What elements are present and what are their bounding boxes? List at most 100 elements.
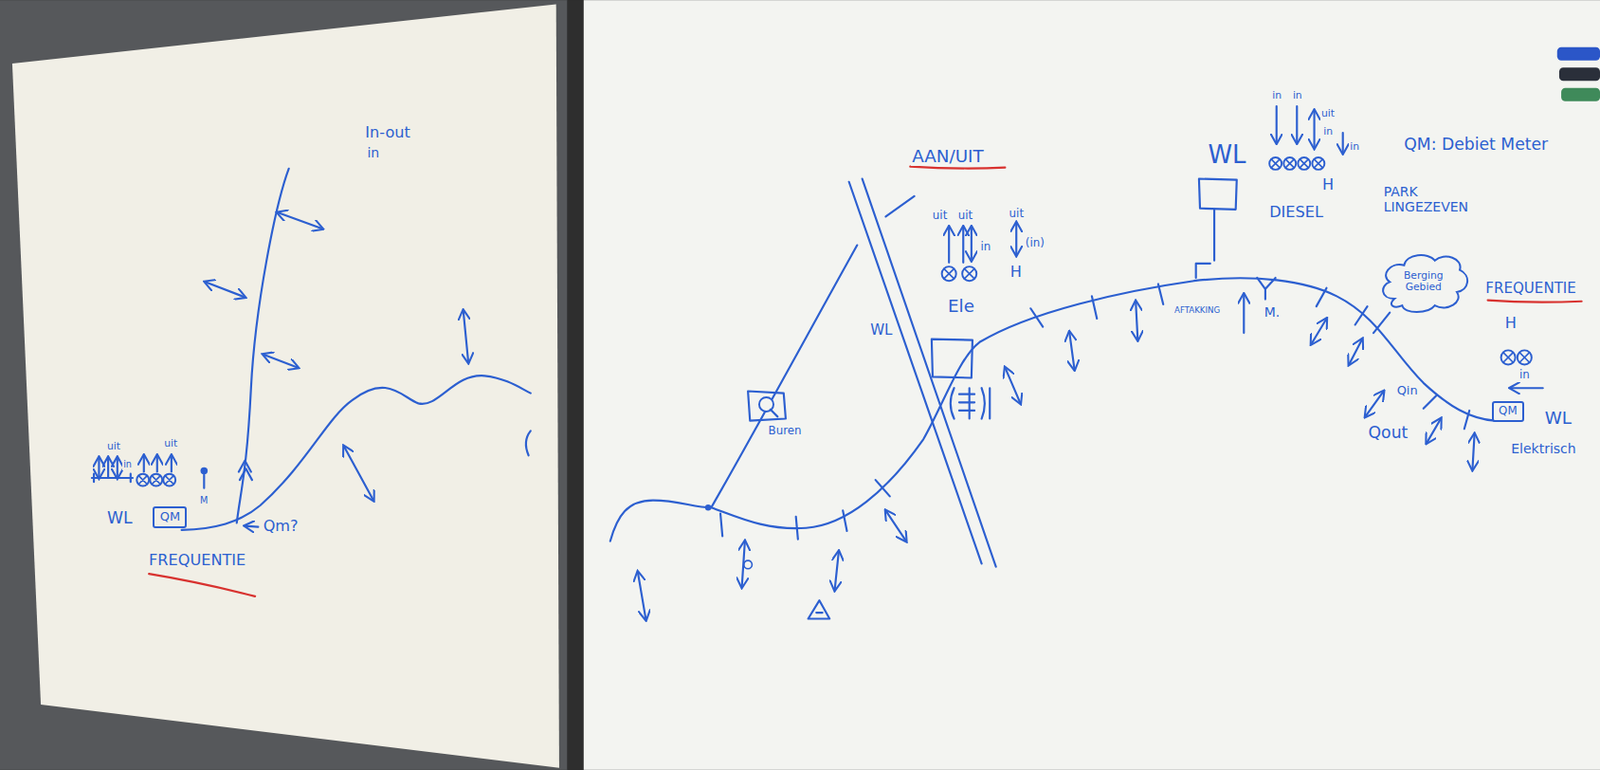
cross-section-tick	[1091, 295, 1097, 319]
board-frame	[0, 0, 568, 770]
station-box	[1199, 179, 1237, 210]
double-arrow	[1472, 434, 1474, 471]
handwritten-label: H	[1504, 314, 1518, 333]
meter-box: QM	[1491, 400, 1525, 422]
arrow	[1275, 106, 1278, 144]
channel-line	[236, 168, 290, 524]
handwritten-label: WL	[1544, 407, 1573, 428]
cloud-link	[1373, 312, 1390, 334]
red-underline	[148, 573, 255, 597]
handwritten-label: uit	[1008, 207, 1025, 221]
weir-box	[931, 339, 973, 379]
handwritten-label: in	[365, 145, 381, 161]
cross-section-tick	[720, 513, 723, 537]
neighbour-gauge-tail	[770, 409, 779, 418]
pump-symbol	[136, 473, 149, 487]
double-arrow	[263, 354, 299, 368]
cross-section-tick	[1158, 283, 1164, 305]
double-arrow	[277, 212, 323, 229]
pump-cross	[1299, 159, 1309, 168]
arrow	[962, 226, 964, 263]
arrow	[107, 456, 110, 478]
point-mark	[744, 560, 753, 569]
pump-cross	[1503, 352, 1514, 364]
cross-section-tick	[1030, 308, 1043, 327]
arrow	[156, 454, 159, 472]
cross-section-tick	[842, 509, 847, 531]
double-arrow	[344, 446, 374, 501]
pump-symbol	[1311, 157, 1325, 170]
double-arrow	[97, 456, 100, 478]
cross-section-tick	[1355, 306, 1368, 325]
level-pin	[202, 474, 205, 489]
handwritten-label: AFTAKKING	[1173, 306, 1221, 316]
handwritten-label: FREQUENTIE	[1484, 280, 1577, 297]
handwritten-label: WL	[869, 322, 893, 339]
handwritten-label: uit	[106, 440, 122, 453]
red-underline	[909, 166, 1005, 169]
cross-section-tick	[796, 516, 799, 540]
neighbour-box	[747, 390, 786, 420]
handwritten-label: uit	[931, 209, 948, 223]
pump-cross	[1285, 159, 1294, 168]
handwritten-label: in	[1291, 90, 1304, 102]
handwritten-label: FREQUENTIE	[147, 551, 247, 570]
pump-cross	[944, 268, 955, 279]
red-underline	[1488, 300, 1582, 303]
level-pin-head	[200, 467, 209, 475]
pump-symbol	[942, 266, 957, 281]
pump-cross	[138, 475, 147, 485]
pump-symbol	[1501, 349, 1516, 364]
double-arrow	[885, 509, 907, 541]
double-arrow	[116, 456, 119, 478]
flow-chevron	[238, 460, 253, 480]
handwritten-label: M.	[1263, 304, 1282, 320]
arrow	[1295, 106, 1298, 144]
pump-cross	[1313, 159, 1323, 168]
pump-symbol	[1269, 157, 1282, 170]
triangle-mark	[808, 600, 831, 619]
node-text: QM	[160, 509, 181, 525]
double-arrow	[1364, 390, 1383, 417]
pump-cross	[151, 475, 161, 485]
cross-section-tick	[1316, 288, 1328, 307]
handwritten-label: Ele	[946, 295, 976, 316]
station-feed	[1196, 209, 1215, 278]
marker-pen	[1561, 88, 1600, 102]
left-board	[12, 3, 560, 767]
pump-symbol	[962, 266, 977, 281]
pump-cross	[1519, 352, 1530, 364]
double-arrow	[463, 309, 469, 363]
handwritten-label: H	[1321, 176, 1335, 195]
handwritten-label: Buren	[767, 424, 803, 438]
cloud-shape	[1382, 254, 1468, 312]
handwritten-label: uit	[957, 209, 974, 223]
pump-cross	[1271, 159, 1280, 168]
storage-area-cloud: Berging Gebied	[1375, 248, 1472, 316]
handwritten-label: (in)	[1024, 236, 1046, 251]
river-line	[610, 277, 1495, 541]
node-text: Berging Gebied	[1391, 270, 1455, 294]
handwritten-label: in	[1348, 141, 1361, 153]
sluice-symbol	[950, 387, 990, 419]
pump-symbol	[163, 473, 176, 487]
marker-pen	[1557, 47, 1600, 61]
cross-section-tick	[1464, 410, 1470, 429]
handwritten-label: in	[122, 458, 133, 470]
double-arrow	[637, 571, 647, 620]
handwritten-label: in	[1271, 90, 1283, 102]
double-arrow	[1004, 367, 1020, 404]
handwritten-label: WL	[106, 509, 134, 528]
handwritten-label: in	[1322, 126, 1334, 138]
cross-section-tick	[1423, 395, 1437, 409]
arrow	[1242, 293, 1245, 333]
river-line	[181, 375, 531, 530]
pump-symbol	[149, 473, 163, 487]
road-lines	[849, 179, 997, 567]
node-text: QM	[1498, 404, 1518, 419]
pump-symbol	[1517, 349, 1532, 364]
junction-dot	[705, 504, 711, 510]
handwritten-label: Qin	[1396, 383, 1419, 399]
handwritten-label: In-out	[363, 124, 412, 143]
